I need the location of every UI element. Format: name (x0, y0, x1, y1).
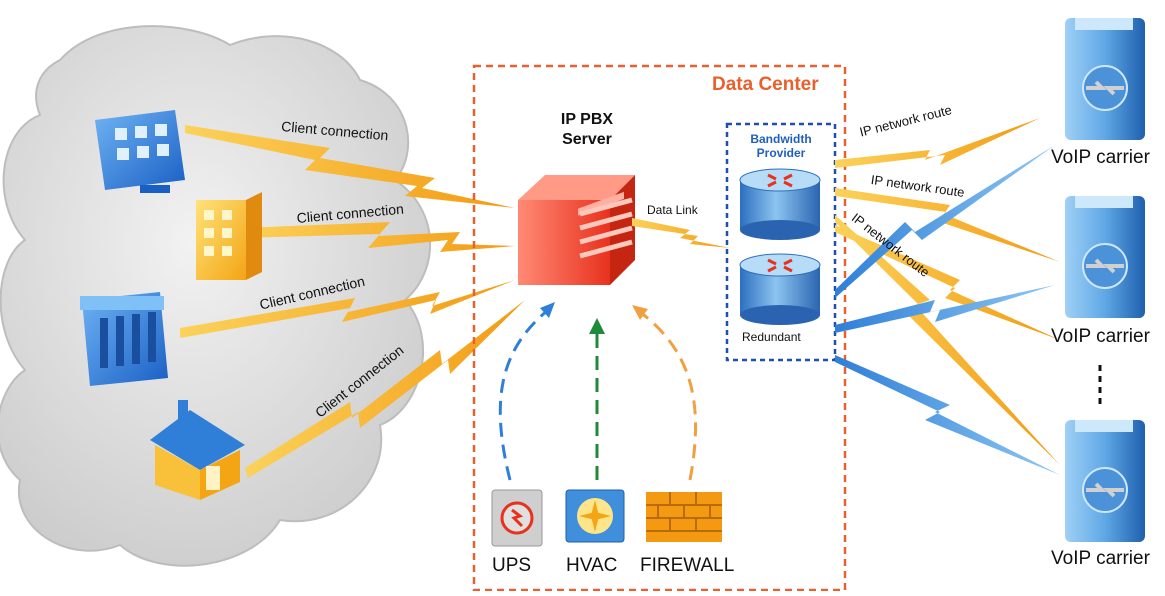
client-bolt-3 (180, 280, 515, 338)
voip-carrier-3-icon (1065, 420, 1145, 542)
hvac-arrowhead (589, 318, 605, 334)
bandwidth-provider-boundary (725, 122, 837, 362)
firewall-label: FIREWALL (640, 555, 735, 576)
hvac-fan-icon (565, 489, 625, 543)
carrier-bolt-2 (835, 188, 1060, 262)
redundant-label: Redundant (742, 330, 801, 344)
hvac-label: HVAC (566, 555, 618, 576)
client-bolt-1 (185, 125, 515, 208)
bandwidth-title-line2: Provider (756, 146, 806, 160)
server-title-line1: IP PBX (560, 111, 614, 128)
ups-arrow (498, 308, 549, 481)
ip-pbx-server (518, 175, 635, 285)
data-center-boundary (472, 64, 847, 592)
carrier-bolt-5 (835, 145, 1055, 298)
apartment-building-icon (196, 192, 262, 280)
client-bolt-4 (245, 300, 525, 478)
data-link-bolt (632, 218, 730, 248)
house-icon (150, 400, 245, 500)
voip-carrier-label-3: VoIP carrier (1051, 548, 1150, 569)
voip-carrier-label-2: VoIP carrier (1051, 326, 1150, 347)
bandwidth-title-line1: Bandwidth (750, 132, 812, 146)
client-bolt-2 (240, 222, 515, 252)
government-building-icon (80, 292, 168, 386)
voip-carrier-2-icon (1065, 196, 1145, 318)
firewall-icon (646, 492, 722, 542)
ups-label: UPS (492, 555, 532, 576)
carrier-bolt-3 (835, 215, 1060, 465)
router-primary-icon (739, 168, 821, 240)
ups-icon (491, 489, 543, 547)
voip-carrier-1-icon (1065, 18, 1145, 140)
carrier-bolt-1 (835, 118, 1040, 168)
data-center-title: Data Center (712, 74, 819, 95)
firewall-arrowhead (632, 305, 648, 320)
voip-carrier-label-1: VoIP carrier (1051, 147, 1150, 168)
carrier-bolt-4 (835, 225, 1060, 340)
ups-arrowhead (540, 302, 555, 318)
server-title: IP PBX Server (552, 110, 622, 150)
data-link-label: Data Link (647, 203, 698, 217)
router-redundant-icon (739, 253, 821, 325)
firewall-arrow (639, 310, 698, 481)
bandwidth-provider-title: Bandwidth Provider (732, 132, 830, 160)
server-title-line2: Server (562, 131, 612, 148)
carrier-bolt-7 (835, 355, 1060, 475)
carrier-bolt-6 (835, 285, 1055, 333)
office-building-icon (95, 110, 185, 193)
